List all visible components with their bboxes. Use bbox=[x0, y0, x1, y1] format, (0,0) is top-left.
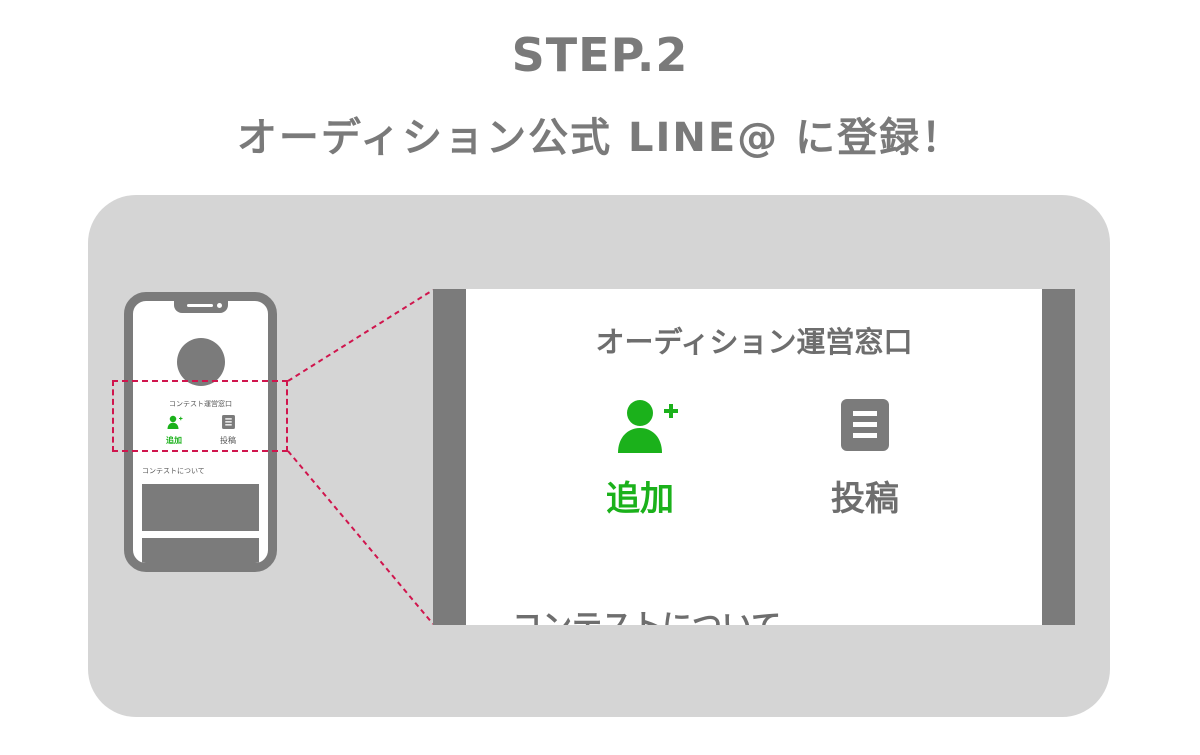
phone-account-name: コンテスト運営窓口 bbox=[169, 400, 232, 408]
person-plus-icon bbox=[167, 415, 183, 429]
step-title: STEP.2 bbox=[511, 28, 689, 82]
step-subtitle: オーディション公式 LINE@ に登録！ bbox=[236, 115, 964, 161]
zoomed-view: オーディション運営窓口 追加 投稿 コンテストについて bbox=[433, 289, 1075, 625]
phone-speaker bbox=[187, 304, 213, 307]
phone-illustration: コンテスト運営窓口 追加 投稿 コンテストについて bbox=[124, 292, 277, 572]
person-plus-icon[interactable] bbox=[616, 397, 680, 453]
phone-content-card bbox=[142, 538, 259, 563]
document-icon[interactable] bbox=[841, 399, 889, 451]
post-button[interactable]: 投稿 bbox=[831, 479, 899, 519]
phone-post-label: 投稿 bbox=[220, 436, 236, 445]
highlight-box bbox=[112, 380, 288, 452]
avatar bbox=[177, 338, 225, 386]
add-friend-button[interactable]: 追加 bbox=[606, 479, 674, 519]
phone-add-label: 追加 bbox=[166, 436, 182, 445]
zoom-bezel-left bbox=[433, 289, 466, 625]
phone-section-title: コンテストについて bbox=[142, 467, 205, 475]
phone-content-card bbox=[142, 484, 259, 531]
zoom-bezel-right bbox=[1042, 289, 1075, 625]
phone-notch bbox=[174, 301, 228, 313]
phone-camera bbox=[217, 303, 222, 308]
zoom-account-name: オーディション運営窓口 bbox=[595, 325, 913, 359]
document-icon bbox=[222, 415, 235, 429]
zoom-section-title: コンテストについて bbox=[512, 607, 781, 625]
